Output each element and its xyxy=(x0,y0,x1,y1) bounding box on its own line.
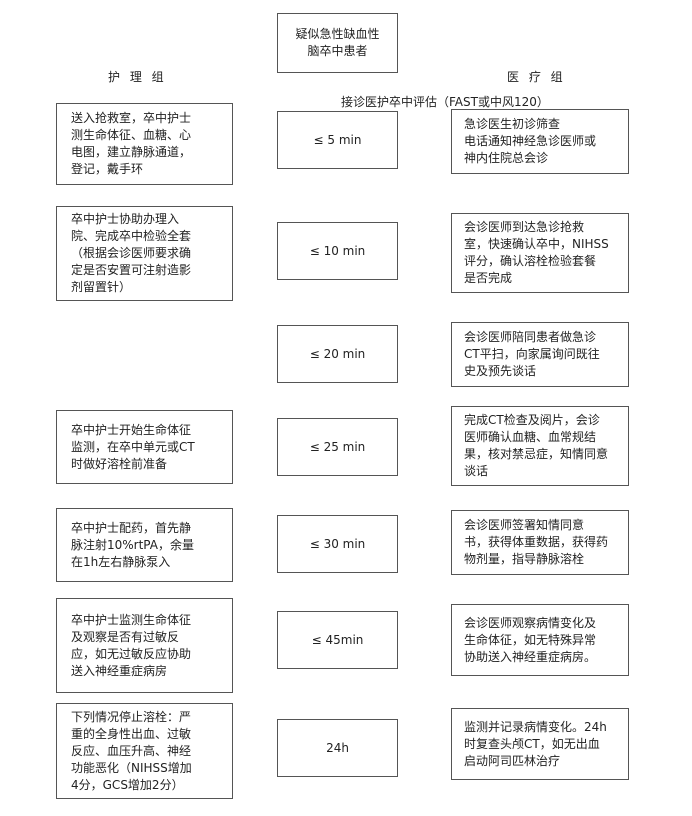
nursing-task-text: 下列情况停止溶栓：严 重的全身性出血、过敏 反应、血压升高、神经 功能恶化（NI… xyxy=(71,709,192,792)
time-label: ≤ 20 min xyxy=(309,346,366,361)
medical-task-box: 会诊医师观察病情变化及 生命体征，如无特殊异常 协助送入神经重症病房。 xyxy=(451,604,629,676)
medical-task-box: 监测并记录病情变化。24h 时复查头颅CT，如无出血 启动阿司匹林治疗 xyxy=(451,708,629,780)
time-label: ≤ 25 min xyxy=(309,439,366,454)
nursing-task-box: 卒中护士协助办理入 院、完成卒中检验全套 （根据会诊医师要求确 定是否安置可注射… xyxy=(56,206,233,301)
medical-task-text: 会诊医师到达急诊抢救 室，快速确认卒中，NIHSS 评分，确认溶栓检验套餐 是否… xyxy=(464,220,609,285)
medical-group-header: 医 疗 组 xyxy=(507,70,566,84)
time-box: ≤ 20 min xyxy=(277,325,398,383)
start-label: 疑似急性缺血性 脑卒中患者 xyxy=(295,27,380,58)
nursing-task-box: 送入抢救室，卒中护士 测生命体征、血糖、心 电图，建立静脉通道， 登记，戴手环 xyxy=(56,103,233,185)
time-label: 24h xyxy=(326,740,349,755)
time-label: ≤ 10 min xyxy=(309,243,366,258)
medical-task-text: 监测并记录病情变化。24h 时复查头颅CT，如无出血 启动阿司匹林治疗 xyxy=(464,719,607,768)
medical-task-box: 会诊医师签署知情同意 书，获得体重数据，获得药 物剂量，指导静脉溶栓 xyxy=(451,510,629,575)
time-box: ≤ 5 min xyxy=(277,111,398,169)
medical-task-text: 会诊医师陪同患者做急诊 CT平扫，向家属询问既往 史及预先谈话 xyxy=(464,330,600,378)
time-label: ≤ 45min xyxy=(311,632,364,647)
nursing-task-text: 卒中护士配药，首先静 脉注射10%rtPA，余量 在1h左右静脉泵入 xyxy=(71,520,194,569)
nursing-group-header: 护 理 组 xyxy=(108,70,167,84)
intake-note: 接诊医护卒中评估（FAST或中风120） xyxy=(341,95,549,109)
start-box: 疑似急性缺血性 脑卒中患者 xyxy=(277,13,398,73)
medical-task-box: 会诊医师到达急诊抢救 室，快速确认卒中，NIHSS 评分，确认溶栓检验套餐 是否… xyxy=(451,213,629,293)
nursing-task-box: 卒中护士监测生命体征 及观察是否有过敏反 应，如无过敏反应协助 送入神经重症病房 xyxy=(56,598,233,693)
time-label: ≤ 30 min xyxy=(309,536,366,551)
nursing-task-box: 卒中护士开始生命体征 监测，在卒中单元或CT 时做好溶栓前准备 xyxy=(56,410,233,484)
time-box: ≤ 10 min xyxy=(277,222,398,280)
nursing-task-text: 送入抢救室，卒中护士 测生命体征、血糖、心 电图，建立静脉通道， 登记，戴手环 xyxy=(71,111,192,176)
time-box: ≤ 45min xyxy=(277,611,398,669)
nursing-task-text: 卒中护士监测生命体征 及观察是否有过敏反 应，如无过敏反应协助 送入神经重症病房 xyxy=(71,612,192,678)
nursing-task-box: 下列情况停止溶栓：严 重的全身性出血、过敏 反应、血压升高、神经 功能恶化（NI… xyxy=(56,703,233,799)
medical-task-box: 急诊医生初诊筛查 电话通知神经急诊医师或 神内住院总会诊 xyxy=(451,109,629,174)
nursing-task-text: 卒中护士开始生命体征 监测，在卒中单元或CT 时做好溶栓前准备 xyxy=(71,422,195,471)
time-box: 24h xyxy=(277,719,398,777)
medical-task-text: 会诊医师签署知情同意 书，获得体重数据，获得药 物剂量，指导静脉溶栓 xyxy=(464,518,609,566)
medical-task-text: 会诊医师观察病情变化及 生命体征，如无特殊异常 协助送入神经重症病房。 xyxy=(464,615,597,664)
time-box: ≤ 25 min xyxy=(277,418,398,476)
time-label: ≤ 5 min xyxy=(313,132,362,147)
medical-task-text: 急诊医生初诊筛查 电话通知神经急诊医师或 神内住院总会诊 xyxy=(464,117,597,165)
nursing-task-text: 卒中护士协助办理入 院、完成卒中检验全套 （根据会诊医师要求确 定是否安置可注射… xyxy=(71,212,192,294)
nursing-task-box: 卒中护士配药，首先静 脉注射10%rtPA，余量 在1h左右静脉泵入 xyxy=(56,508,233,582)
time-box: ≤ 30 min xyxy=(277,515,398,573)
medical-task-box: 会诊医师陪同患者做急诊 CT平扫，向家属询问既往 史及预先谈话 xyxy=(451,322,629,387)
medical-task-text: 完成CT检查及阅片，会诊 医师确认血糖、血常规结 果，核对禁忌症，知情同意 谈话 xyxy=(464,413,609,478)
medical-task-box: 完成CT检查及阅片，会诊 医师确认血糖、血常规结 果，核对禁忌症，知情同意 谈话 xyxy=(451,406,629,486)
